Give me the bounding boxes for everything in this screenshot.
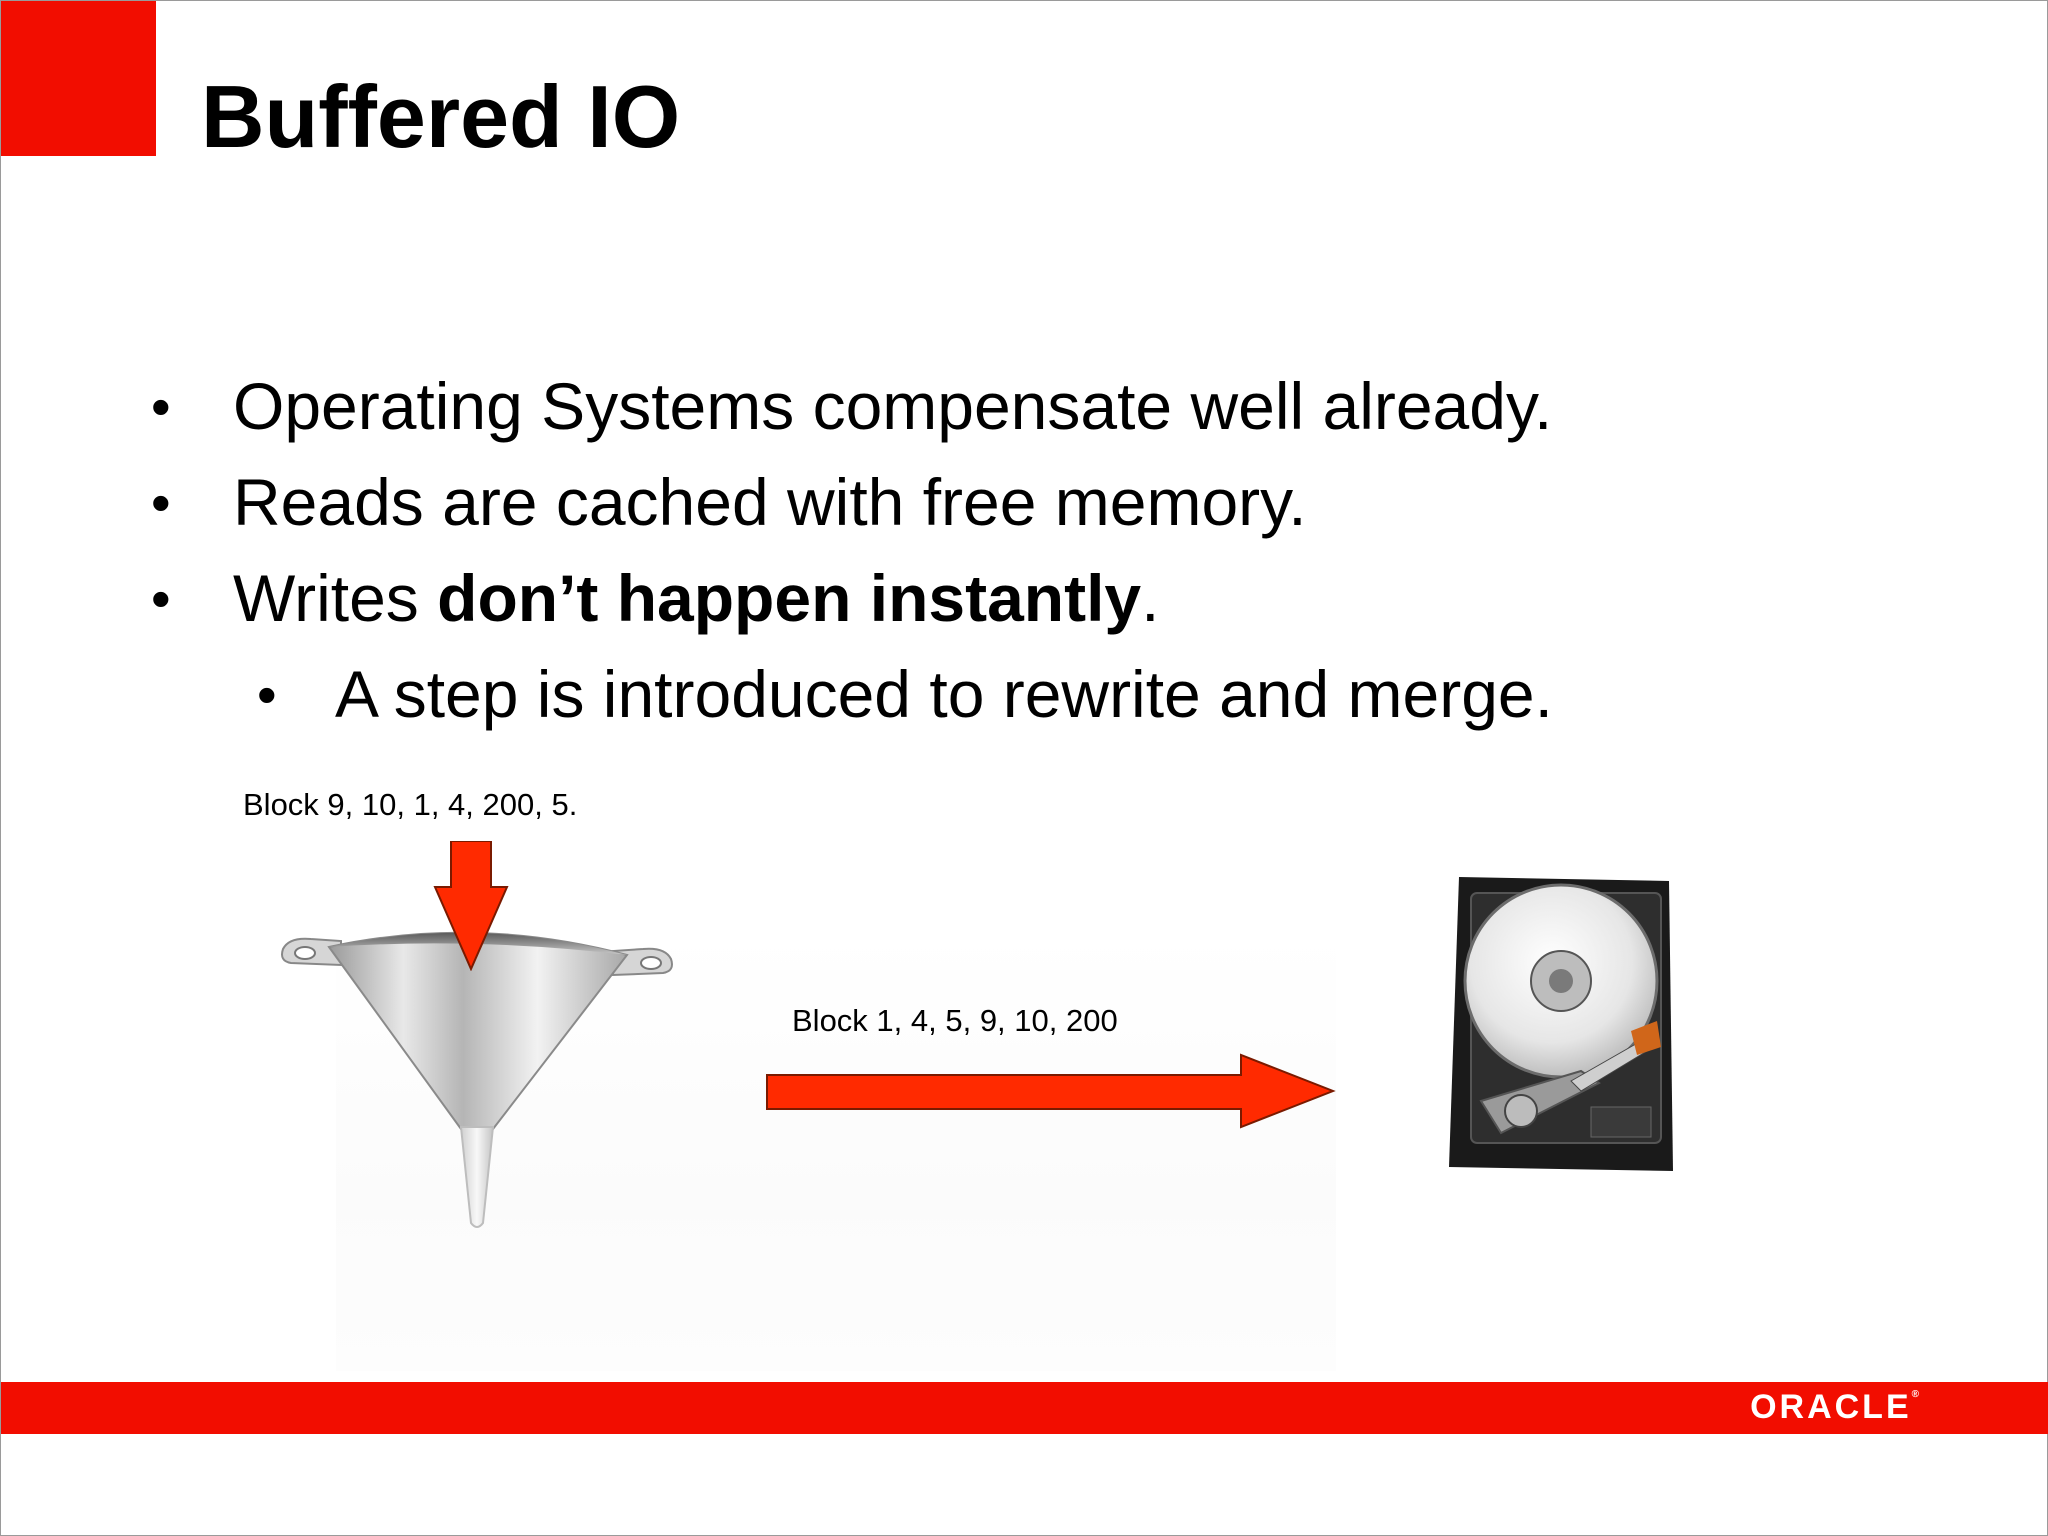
bullet-marker: • — [151, 567, 171, 630]
bullet-marker: • — [151, 375, 171, 438]
logo-text: ORACLE — [1750, 1388, 1912, 1426]
footer-bar: ORACLE® — [1, 1382, 2048, 1434]
sub-bullet-item: • A step is introduced to rewrite and me… — [257, 661, 1553, 727]
input-blocks-label: Block 9, 10, 1, 4, 200, 5. — [243, 787, 578, 822]
bullet-text: Reads are cached with free memory. — [233, 465, 1307, 539]
hard-drive-image — [1449, 877, 1673, 1171]
output-blocks-label: Block 1, 4, 5, 9, 10, 200 — [792, 1003, 1118, 1038]
arrow-right-icon — [766, 1053, 1336, 1129]
bullet-item: • Operating Systems compensate well alre… — [151, 373, 1552, 439]
bullet-text-suffix: . — [1141, 561, 1160, 635]
bullet-text-prefix: Writes — [233, 561, 438, 635]
bullet-item: • Reads are cached with free memory. — [151, 469, 1307, 535]
bullet-text-bold: don’t happen instantly — [437, 561, 1142, 635]
bullet-marker: • — [151, 471, 171, 534]
sub-bullet-text: A step is introduced to rewrite and merg… — [335, 657, 1553, 731]
arrow-down-icon — [433, 841, 509, 971]
title-accent-square — [1, 1, 156, 156]
slide-title: Buffered IO — [201, 67, 681, 166]
bullet-item: • Writes don’t happen instantly. — [151, 565, 1159, 631]
bullet-marker: • — [257, 663, 277, 726]
registered-mark: ® — [1911, 1389, 1919, 1400]
bullet-text: Operating Systems compensate well alread… — [233, 369, 1553, 443]
oracle-logo: ORACLE® — [1750, 1388, 1919, 1426]
